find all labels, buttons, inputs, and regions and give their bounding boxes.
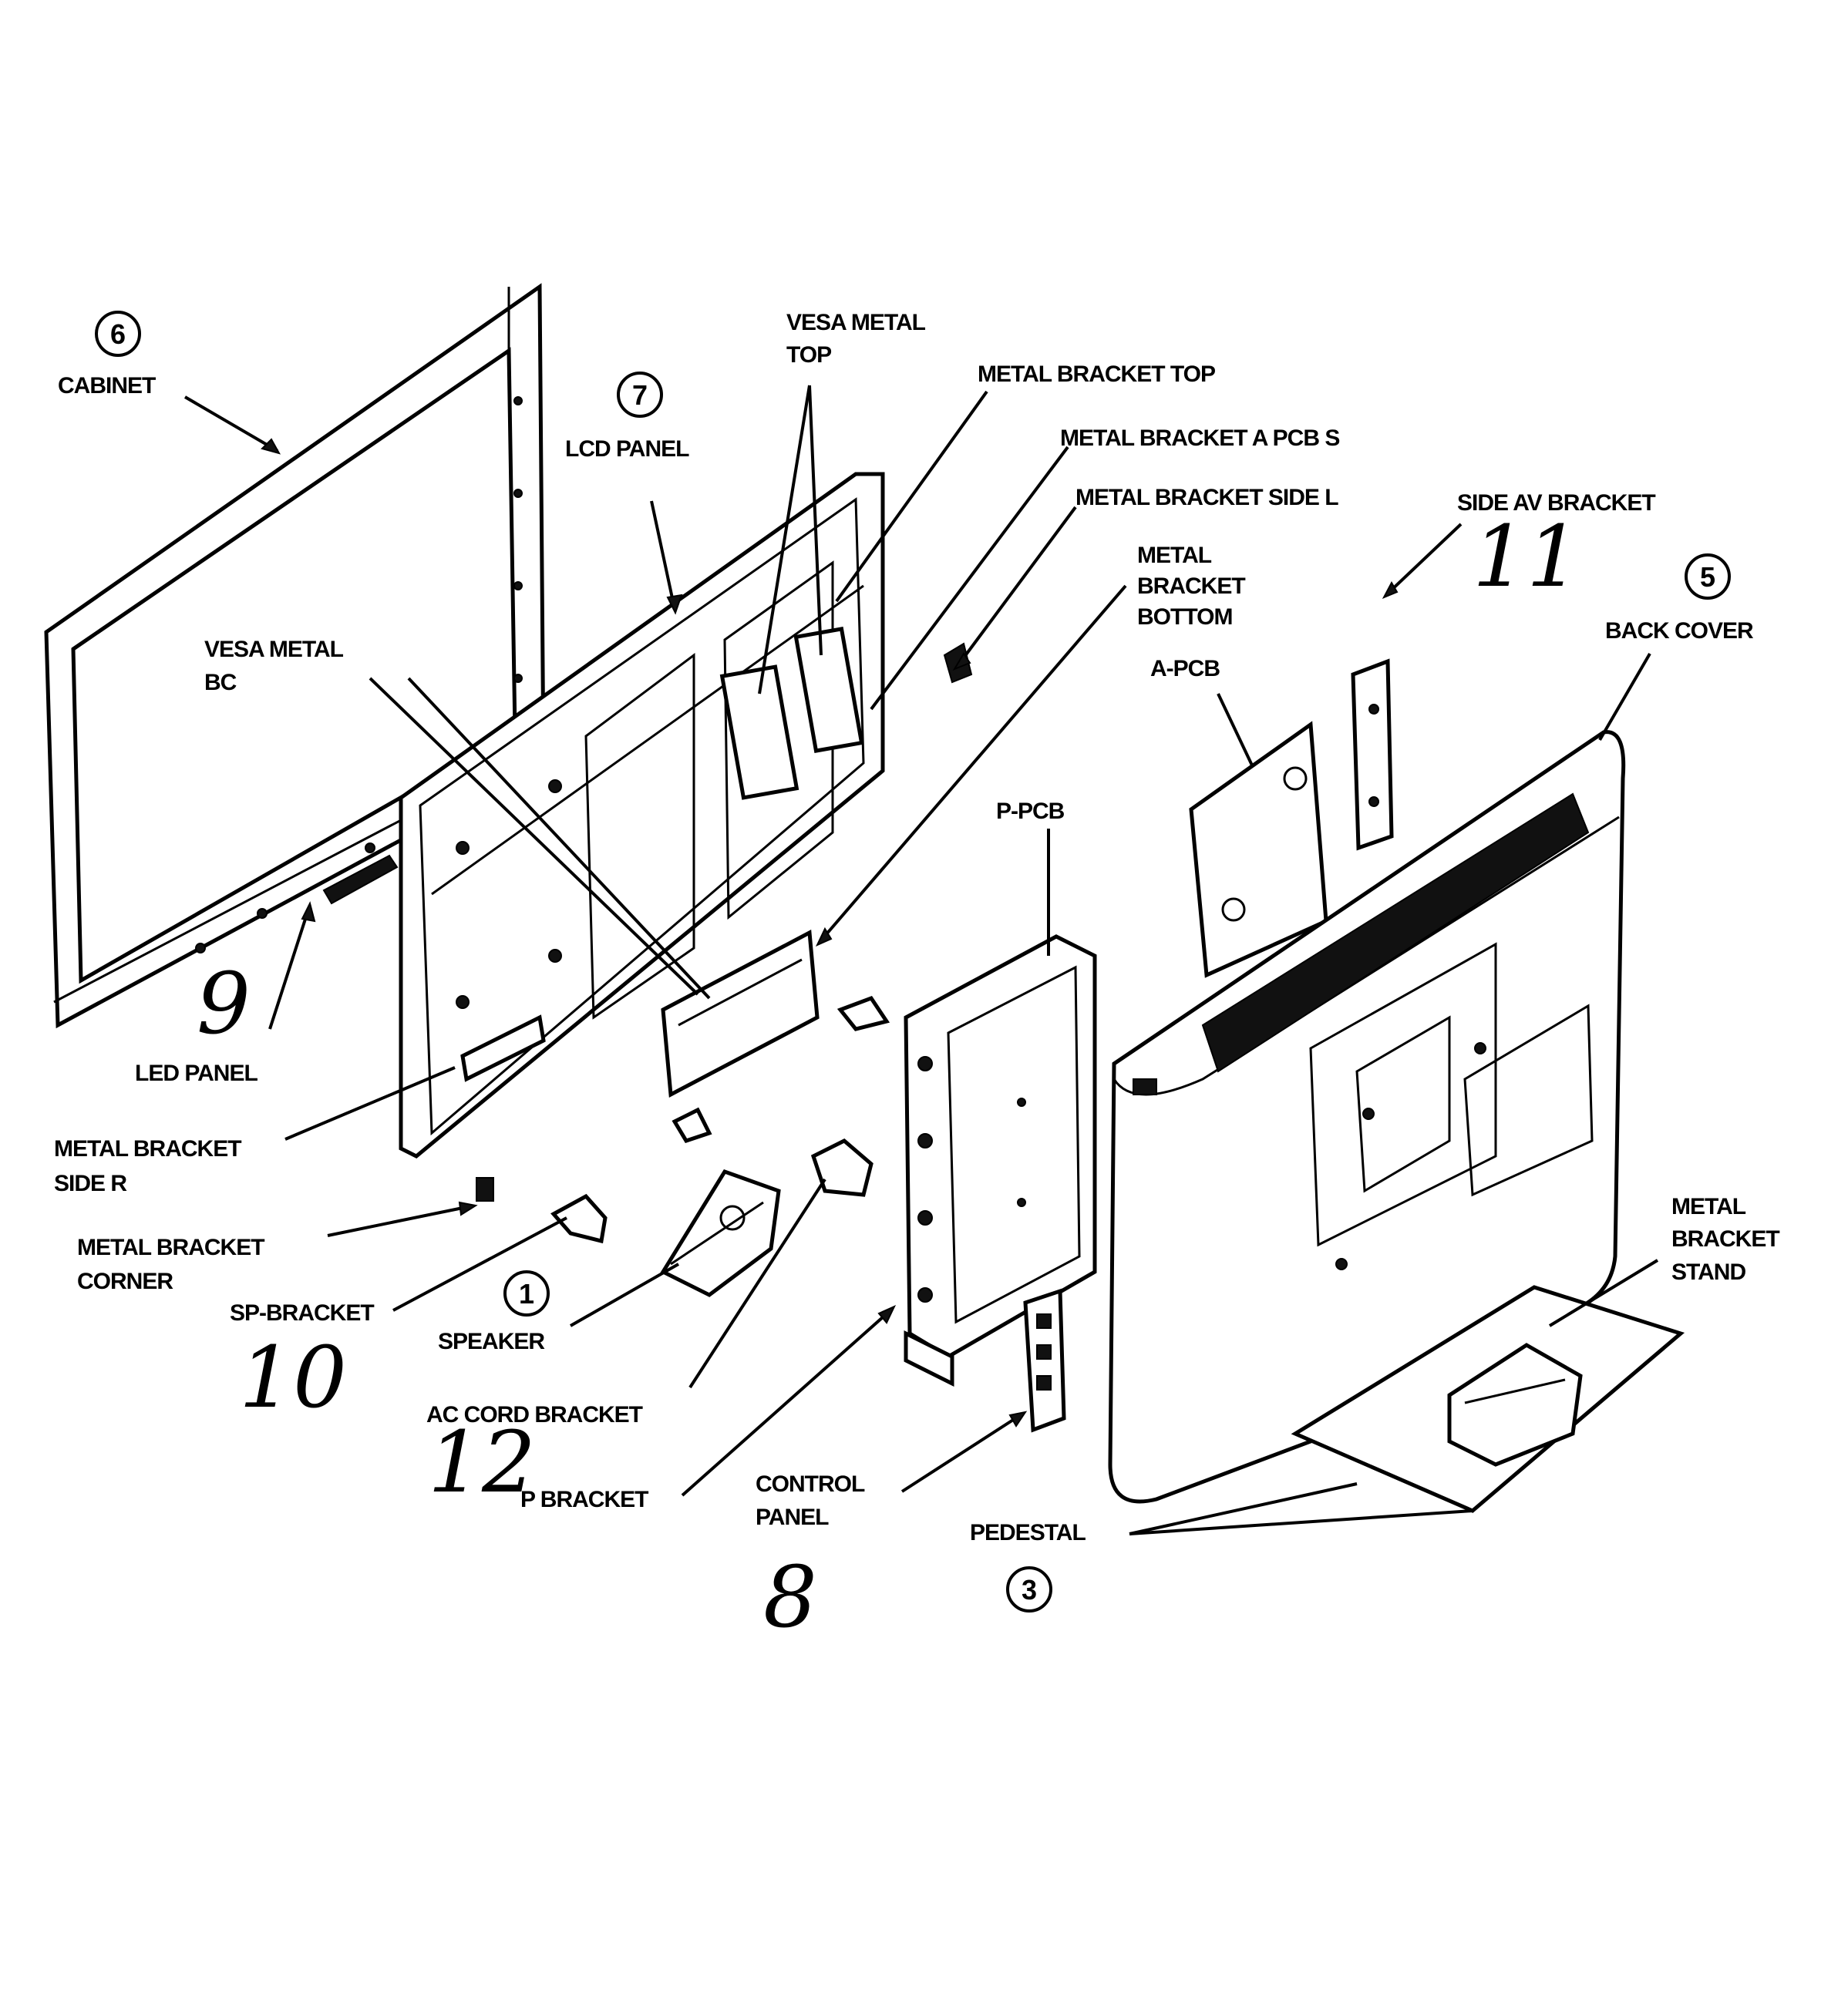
vesa-metal-bc-line2: BC bbox=[204, 670, 237, 695]
metal-bracket-side-r-part bbox=[460, 1014, 546, 1082]
side-av-bracket-part bbox=[1351, 658, 1394, 851]
callout-metal-bracket-corner: METAL BRACKET CORNER bbox=[77, 1235, 265, 1294]
ac-cord-bracket-part bbox=[810, 1138, 874, 1197]
cabinet-number: 6 bbox=[110, 318, 126, 350]
callout-sp-bracket: SP-BRACKET 10 bbox=[230, 1300, 375, 1427]
metal-bracket-corner-part bbox=[476, 1177, 494, 1202]
metal-bracket-bottom-line3: BOTTOM bbox=[1137, 604, 1232, 630]
vesa-metal-top-line2: TOP bbox=[786, 342, 831, 368]
speaker-part bbox=[660, 1169, 781, 1297]
metal-bracket-side-r-line1: METAL BRACKET bbox=[54, 1136, 241, 1162]
leader-lines bbox=[183, 385, 1659, 1535]
ac-cord-bracket-handwritten-number: 12 bbox=[428, 1413, 536, 1512]
control-panel-line1: CONTROL bbox=[756, 1471, 865, 1497]
callout-metal-bracket-stand: METAL BRACKET STAND bbox=[1671, 1194, 1780, 1285]
pedestal-number: 3 bbox=[1022, 1574, 1037, 1606]
metal-bracket-bottom-part bbox=[661, 930, 820, 1098]
cabinet-label: CABINET bbox=[58, 373, 156, 399]
back-cover-number: 5 bbox=[1700, 561, 1715, 593]
speaker-number: 1 bbox=[519, 1278, 534, 1310]
speaker-label: SPEAKER bbox=[438, 1329, 545, 1354]
metal-bracket-side-r-line2: SIDE R bbox=[54, 1171, 127, 1196]
callout-vesa-metal-top: VESA METAL TOP bbox=[786, 310, 927, 368]
cabinet-part bbox=[44, 283, 546, 1029]
lcd-panel-label: LCD PANEL bbox=[565, 436, 689, 462]
callout-control-panel: CONTROL PANEL 8 bbox=[756, 1471, 866, 1646]
lcd-panel-number: 7 bbox=[632, 379, 648, 411]
side-av-bracket-label: SIDE AV BRACKET bbox=[1457, 490, 1655, 516]
lcd-panel-part bbox=[399, 472, 885, 1159]
p-bracket-label: P BRACKET bbox=[520, 1487, 648, 1512]
vesa-metal-top-part bbox=[719, 627, 864, 800]
callout-side-av-bracket: SIDE AV BRACKET 11 bbox=[1457, 490, 1656, 606]
led-panel-label: LED PANEL bbox=[135, 1061, 258, 1086]
metal-bracket-a-pcb-s-label: METAL BRACKET A PCB S bbox=[1060, 425, 1339, 451]
control-panel-part bbox=[1023, 1288, 1066, 1433]
callout-metal-bracket-side-r: METAL BRACKET SIDE R bbox=[54, 1136, 242, 1196]
metal-bracket-corner-line1: METAL BRACKET bbox=[77, 1235, 264, 1260]
control-panel-line2: PANEL bbox=[756, 1505, 829, 1530]
led-panel-handwritten-number: 9 bbox=[197, 954, 251, 1053]
callout-led-panel: 9 LED PANEL bbox=[135, 954, 258, 1086]
p-bracket-part bbox=[672, 995, 890, 1144]
callout-ac-cord-bracket: AC CORD BRACKET 12 bbox=[426, 1402, 644, 1512]
ac-cord-bracket-label: AC CORD BRACKET bbox=[426, 1402, 643, 1428]
p-pcb-label: P-PCB bbox=[996, 799, 1065, 824]
pedestal-label: PEDESTAL bbox=[970, 1520, 1086, 1545]
callout-cabinet: 6 CABINET bbox=[58, 311, 157, 399]
metal-bracket-top-label: METAL BRACKET TOP bbox=[978, 362, 1215, 387]
metal-bracket-side-l-label: METAL BRACKET SIDE L bbox=[1075, 485, 1338, 510]
p-pcb-part bbox=[904, 934, 1097, 1387]
callout-speaker: 1 SPEAKER bbox=[438, 1270, 550, 1354]
sp-bracket-handwritten-number: 10 bbox=[239, 1328, 347, 1427]
callout-metal-bracket-bottom: METAL BRACKET BOTTOM bbox=[1137, 543, 1246, 630]
metal-bracket-stand-line2: BRACKET bbox=[1671, 1226, 1779, 1252]
metal-bracket-stand-line1: METAL bbox=[1671, 1194, 1746, 1219]
side-av-bracket-handwritten-number: 11 bbox=[1473, 507, 1580, 606]
callout-vesa-metal-bc: VESA METAL BC bbox=[204, 637, 345, 695]
led-panel-part bbox=[322, 854, 399, 905]
metal-bracket-corner-line2: CORNER bbox=[77, 1269, 173, 1294]
vesa-metal-bc-line1: VESA METAL bbox=[204, 637, 344, 662]
a-pcb-label: A-PCB bbox=[1150, 656, 1220, 681]
sp-bracket-part bbox=[550, 1193, 608, 1244]
control-panel-handwritten-number: 8 bbox=[763, 1548, 817, 1646]
vesa-metal-top-line1: VESA METAL bbox=[786, 310, 926, 335]
metal-bracket-bottom-line2: BRACKET bbox=[1137, 573, 1245, 599]
back-cover-label: BACK COVER bbox=[1605, 618, 1754, 644]
callout-lcd-panel: 7 LCD PANEL bbox=[565, 372, 690, 462]
metal-bracket-stand-line3: STAND bbox=[1671, 1259, 1745, 1285]
sp-bracket-label: SP-BRACKET bbox=[230, 1300, 374, 1326]
callout-back-cover: 5 BACK COVER bbox=[1605, 553, 1755, 644]
metal-bracket-stand-part bbox=[1447, 1343, 1583, 1467]
callout-pedestal: PEDESTAL 3 bbox=[970, 1520, 1086, 1613]
metal-bracket-bottom-line1: METAL bbox=[1137, 543, 1212, 568]
